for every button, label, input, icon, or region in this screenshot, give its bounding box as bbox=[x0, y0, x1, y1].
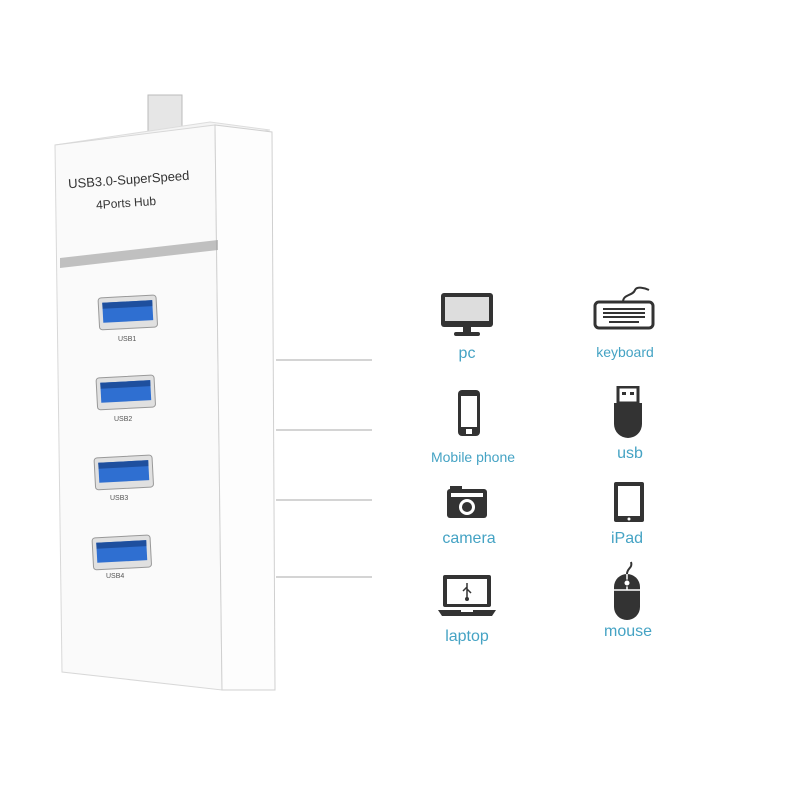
device-label-camera: camera bbox=[442, 530, 496, 547]
device-label-keyboard: keyboard bbox=[596, 344, 654, 360]
device-label-mouse: mouse bbox=[603, 623, 653, 640]
usb-ports bbox=[91, 294, 158, 571]
device-label-usb: usb bbox=[617, 445, 643, 462]
device-label-mobile-phone: Mobile phone bbox=[430, 449, 516, 465]
port-label: USB3 bbox=[110, 495, 129, 502]
port-label: USB4 bbox=[106, 573, 125, 580]
usb-drive-icon bbox=[614, 386, 642, 438]
camera-icon bbox=[447, 486, 487, 518]
tablet-icon bbox=[614, 482, 644, 522]
hub-side-face bbox=[214, 124, 276, 691]
connection-lines bbox=[276, 359, 372, 578]
mouse-icon bbox=[614, 561, 640, 620]
device-label-ipad: iPad bbox=[610, 530, 644, 547]
monitor-icon bbox=[441, 293, 493, 336]
port-label: USB1 bbox=[118, 336, 137, 343]
phone-icon bbox=[458, 390, 480, 436]
hub-vent-strip bbox=[60, 240, 218, 268]
device-label-laptop: laptop bbox=[445, 628, 489, 645]
laptop-icon bbox=[438, 575, 496, 616]
port-label: USB2 bbox=[114, 416, 133, 423]
device-label-pc: pc bbox=[458, 345, 476, 362]
keyboard-icon bbox=[593, 286, 655, 330]
